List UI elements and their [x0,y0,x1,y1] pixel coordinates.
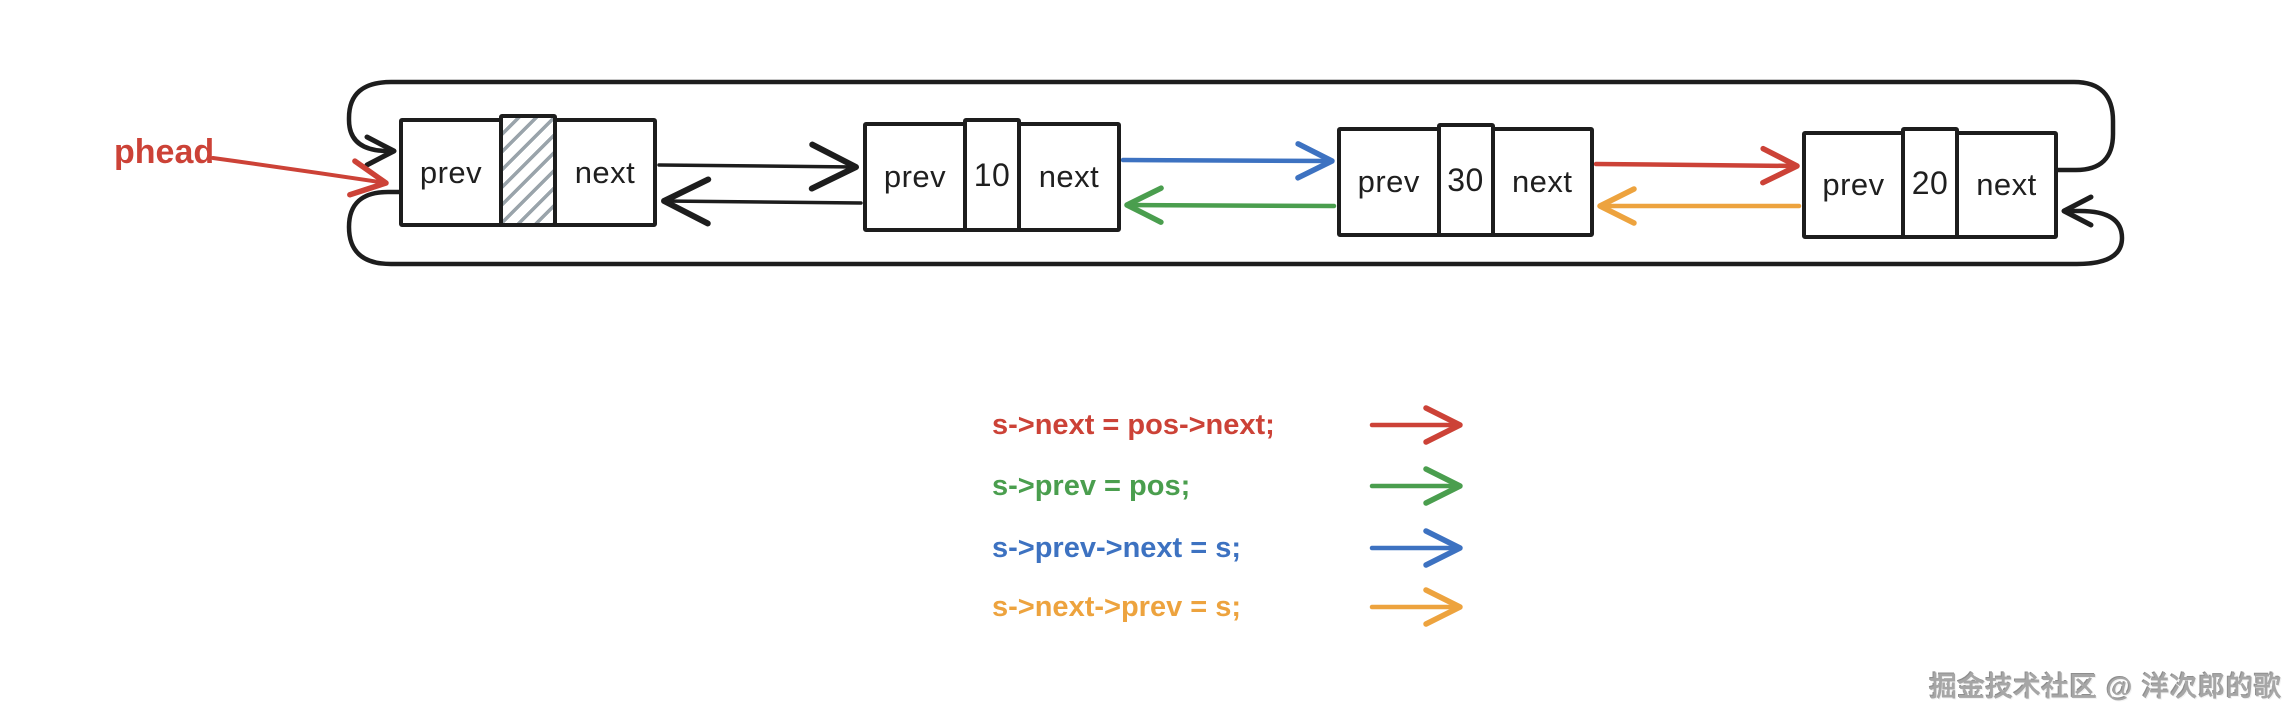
watermark-text: 掘金技术社区 @ 洋次郎的歌 [1929,672,2282,702]
legend-line-green: s->prev = pos; [992,470,1191,502]
arrow-node1-next [657,141,859,192]
loop-top-arrow [346,79,2116,173]
phead-label: phead [114,133,215,171]
next-cell: next [1511,164,1573,199]
prev-cell: prev [883,159,947,194]
loop-bottom-arrow [346,189,2125,267]
next-cell: next [1038,159,1100,194]
list-node-30: prev 30 next [1337,123,1594,237]
list-node-10: prev 10 next [863,118,1121,232]
prev-cell: prev [419,154,483,190]
list-node-head: prev next [399,114,657,227]
legend-line-orange: s->next->prev = s; [992,591,1242,623]
value-cell: 10 [963,118,1021,232]
arrow-s-next-pos-next [1593,145,1800,186]
legend-line-blue: s->prev->next = s; [992,532,1242,564]
prev-cell: prev [1822,167,1885,202]
prev-cell: prev [1357,164,1420,199]
value-cell-hatched [499,114,557,227]
value-cell: 30 [1436,123,1495,237]
arrow-node2-prev [661,176,863,227]
phead-arrow [211,156,389,198]
arrow-prev-next-s [1120,141,1335,181]
next-cell: next [574,154,636,190]
arrow-s-prev-pos [1124,185,1337,225]
legend-line-red: s->next = pos->next; [992,409,1275,441]
value-cell: 20 [1901,127,1959,239]
list-node-20: prev 20 next [1802,127,2058,239]
next-cell: next [1976,167,2037,202]
